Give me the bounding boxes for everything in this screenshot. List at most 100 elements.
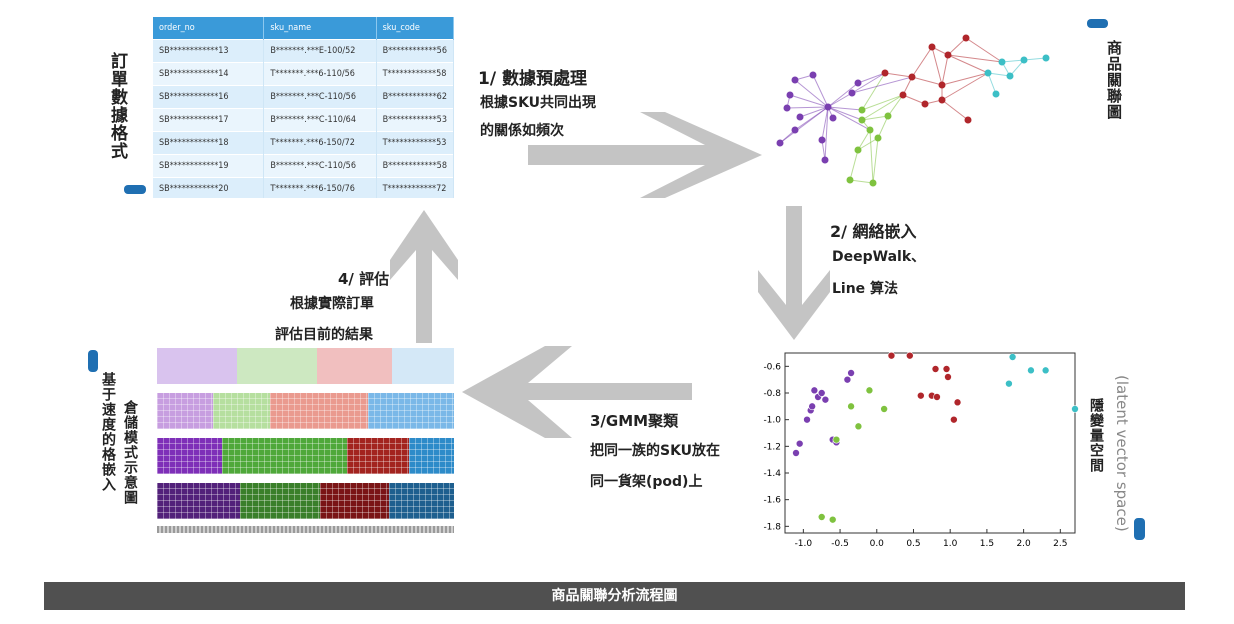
plot-frame bbox=[784, 352, 1076, 534]
graph-edge bbox=[851, 76, 913, 94]
order-table: order_no sku_name sku_code SB***********… bbox=[153, 17, 454, 198]
graph-node bbox=[874, 134, 882, 142]
scatter-point bbox=[803, 415, 811, 424]
storage-segment bbox=[237, 348, 318, 384]
graph-edge bbox=[851, 72, 886, 94]
graph-node bbox=[908, 73, 916, 81]
graph-edge bbox=[941, 72, 989, 86]
graph-node bbox=[824, 103, 832, 111]
graph-edge bbox=[827, 92, 853, 108]
graph-edge bbox=[827, 106, 871, 131]
product-graph bbox=[776, 34, 1050, 187]
table-cell: SB************17 bbox=[153, 108, 265, 132]
graph-edge bbox=[869, 129, 874, 184]
scatter-point bbox=[887, 351, 896, 360]
storage-mode-label: 倉儲模式示意圖 bbox=[122, 400, 138, 505]
graph-edge bbox=[947, 37, 967, 56]
table-cell: SB************14 bbox=[153, 62, 265, 86]
storage-segment bbox=[388, 483, 454, 519]
graph-edge bbox=[861, 72, 886, 111]
table-cell: SB************20 bbox=[153, 177, 265, 198]
storage-segment bbox=[157, 438, 223, 474]
accent-marker bbox=[88, 350, 98, 372]
scatter-point bbox=[953, 398, 962, 407]
graph-node bbox=[854, 79, 862, 87]
graph-node bbox=[866, 126, 874, 134]
scatter-point bbox=[950, 415, 958, 424]
table-cell: B************53 bbox=[376, 108, 454, 132]
latent-label: 隱變量空間 bbox=[1088, 398, 1104, 473]
y-tick-label: -1.2 bbox=[763, 442, 781, 452]
storage-row bbox=[157, 348, 454, 384]
graph-edge bbox=[821, 106, 829, 141]
latent-en-label: (latent vector space) bbox=[1113, 375, 1131, 532]
graph-edge bbox=[941, 99, 969, 121]
graph-node bbox=[944, 51, 952, 59]
order-table-grid: order_no sku_name sku_code SB***********… bbox=[153, 17, 454, 198]
graph-edge bbox=[1001, 59, 1025, 63]
scatter-point bbox=[942, 365, 951, 373]
graph-edge bbox=[947, 54, 989, 74]
graph-node bbox=[1042, 54, 1050, 62]
graph-node bbox=[869, 179, 877, 187]
graph-node bbox=[809, 71, 817, 79]
graph-node bbox=[921, 100, 929, 108]
y-tick-label: -0.6 bbox=[763, 362, 781, 372]
table-cell: SB************16 bbox=[153, 85, 265, 109]
table-header: sku_code bbox=[376, 17, 454, 40]
graph-node bbox=[848, 89, 856, 97]
graph-edge bbox=[911, 76, 943, 86]
table-cell: B*******.***C-110/56 bbox=[263, 154, 377, 178]
table-cell: T************58 bbox=[376, 62, 454, 86]
storage-segment bbox=[213, 393, 270, 429]
table-cell: T************53 bbox=[376, 131, 454, 155]
graph-edge bbox=[786, 106, 829, 109]
storage-segment bbox=[409, 438, 454, 474]
storage-segment bbox=[269, 393, 368, 429]
step3-title: 3/GMM聚類 bbox=[590, 412, 679, 430]
step1-line1: 根據SKU共同出現 bbox=[480, 95, 597, 111]
graph-node bbox=[846, 176, 854, 184]
graph-node bbox=[992, 90, 1000, 98]
scatter-point bbox=[1027, 366, 1035, 375]
storage-segment bbox=[347, 438, 410, 474]
x-tick-label: 2.5 bbox=[1053, 539, 1067, 549]
graph-node bbox=[796, 113, 804, 121]
storage-row bbox=[157, 393, 454, 429]
graph-edge bbox=[789, 94, 829, 108]
table-cell: SB************13 bbox=[153, 39, 265, 63]
graph-node bbox=[964, 116, 972, 124]
graph-edge bbox=[987, 72, 997, 95]
table-cell: T*******.***6-150/76 bbox=[263, 177, 377, 198]
graph-node bbox=[1006, 72, 1014, 80]
graph-edge bbox=[884, 72, 913, 78]
scatter-point bbox=[906, 351, 914, 360]
graph-node bbox=[818, 136, 826, 144]
table-header: sku_name bbox=[263, 17, 377, 40]
x-tick-label: 0.5 bbox=[906, 539, 920, 549]
step4-line1: 根據實際訂單 bbox=[290, 296, 374, 312]
y-tick-label: -0.8 bbox=[763, 389, 781, 399]
graph-node bbox=[984, 69, 992, 77]
graph-edge bbox=[849, 179, 874, 184]
graph-node bbox=[783, 104, 791, 112]
graph-edge bbox=[857, 137, 879, 151]
storage-baseline bbox=[157, 526, 454, 533]
step4-title: 4/ 評估 bbox=[338, 270, 390, 288]
table-cell: SB************19 bbox=[153, 154, 265, 178]
accent-marker bbox=[1134, 518, 1145, 540]
y-tick-label: -1.4 bbox=[763, 469, 781, 479]
accent-marker bbox=[124, 185, 146, 194]
graph-node bbox=[791, 76, 799, 84]
storage-segment bbox=[317, 348, 392, 384]
graph-edge bbox=[861, 115, 889, 121]
graph-edge bbox=[911, 46, 933, 78]
step2-line2: Line 算法 bbox=[832, 281, 899, 297]
storage-segment bbox=[320, 483, 389, 519]
